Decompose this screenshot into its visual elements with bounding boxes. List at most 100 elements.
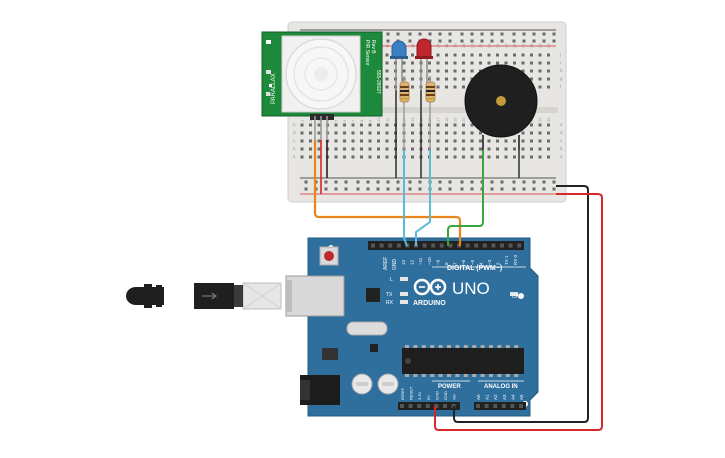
red-led[interactable] — [415, 38, 433, 90]
breadboard-hole[interactable] — [343, 147, 346, 151]
breadboard-hole[interactable] — [411, 69, 414, 73]
rail-hole[interactable] — [542, 32, 546, 36]
breadboard-hole[interactable] — [496, 147, 499, 151]
rail-hole[interactable] — [500, 187, 504, 191]
breadboard-hole[interactable] — [470, 155, 474, 159]
breadboard-hole[interactable] — [453, 131, 457, 135]
rail-hole[interactable] — [418, 180, 422, 184]
rail-hole[interactable] — [522, 39, 526, 43]
breadboard-hole[interactable] — [521, 155, 525, 159]
breadboard-hole[interactable] — [343, 123, 346, 127]
breadboard-hole[interactable] — [445, 61, 448, 65]
breadboard-hole[interactable] — [436, 77, 440, 81]
breadboard-hole[interactable] — [538, 61, 542, 65]
rail-hole[interactable] — [470, 187, 474, 191]
breadboard-hole[interactable] — [300, 123, 304, 127]
breadboard-hole[interactable] — [496, 139, 499, 143]
piezo-buzzer[interactable] — [464, 64, 538, 150]
breadboard-hole[interactable] — [504, 61, 508, 65]
breadboard-hole[interactable] — [530, 61, 533, 65]
rail-hole[interactable] — [522, 32, 526, 36]
breadboard-hole[interactable] — [530, 53, 533, 57]
breadboard-hole[interactable] — [462, 123, 465, 127]
breadboard-hole[interactable] — [453, 123, 457, 127]
rail-hole[interactable] — [376, 187, 380, 191]
breadboard-hole[interactable] — [453, 61, 457, 65]
rail-hole[interactable] — [552, 180, 556, 184]
breadboard-hole[interactable] — [521, 131, 525, 135]
header-pin[interactable] — [431, 243, 436, 248]
breadboard-hole[interactable] — [360, 139, 363, 143]
header-pin[interactable] — [379, 243, 384, 248]
breadboard-hole[interactable] — [368, 139, 372, 143]
breadboard-hole[interactable] — [462, 155, 465, 159]
rail-hole[interactable] — [460, 187, 464, 191]
rail-hole[interactable] — [500, 39, 504, 43]
breadboard-hole[interactable] — [360, 123, 363, 127]
breadboard-hole[interactable] — [487, 147, 491, 151]
breadboard-hole[interactable] — [343, 131, 346, 135]
rail-hole[interactable] — [552, 187, 556, 191]
breadboard-hole[interactable] — [513, 147, 516, 151]
breadboard-hole[interactable] — [453, 139, 457, 143]
breadboard-hole[interactable] — [470, 147, 474, 151]
rail-hole[interactable] — [522, 187, 526, 191]
breadboard-hole[interactable] — [453, 53, 457, 57]
breadboard-hole[interactable] — [453, 69, 457, 73]
breadboard-hole[interactable] — [436, 131, 440, 135]
breadboard-hole[interactable] — [470, 53, 474, 57]
breadboard-hole[interactable] — [317, 155, 321, 159]
rail-hole[interactable] — [552, 32, 556, 36]
breadboard-hole[interactable] — [351, 123, 355, 127]
rail-hole[interactable] — [324, 187, 328, 191]
breadboard-hole[interactable] — [462, 53, 465, 57]
breadboard-hole[interactable] — [453, 147, 457, 151]
breadboard-hole[interactable] — [385, 61, 389, 65]
breadboard-hole[interactable] — [436, 61, 440, 65]
breadboard-hole[interactable] — [385, 77, 389, 81]
rail-hole[interactable] — [334, 187, 338, 191]
breadboard-hole[interactable] — [530, 155, 533, 159]
breadboard-hole[interactable] — [513, 61, 516, 65]
breadboard-hole[interactable] — [496, 53, 499, 57]
breadboard-hole[interactable] — [360, 147, 363, 151]
breadboard-hole[interactable] — [309, 155, 312, 159]
rail-hole[interactable] — [490, 39, 494, 43]
rail-hole[interactable] — [408, 180, 412, 184]
header-pin[interactable] — [517, 243, 522, 248]
breadboard-hole[interactable] — [300, 131, 304, 135]
breadboard-hole[interactable] — [547, 53, 550, 57]
rail-hole[interactable] — [490, 32, 494, 36]
breadboard-hole[interactable] — [411, 147, 414, 151]
breadboard-hole[interactable] — [368, 147, 372, 151]
header-pin[interactable] — [500, 243, 504, 248]
breadboard-hole[interactable] — [411, 61, 414, 65]
breadboard-hole[interactable] — [377, 155, 380, 159]
rail-hole[interactable] — [552, 39, 556, 43]
breadboard-hole[interactable] — [530, 123, 533, 127]
rail-hole[interactable] — [356, 180, 360, 184]
breadboard-hole[interactable] — [547, 61, 550, 65]
rail-hole[interactable] — [532, 187, 536, 191]
breadboard-hole[interactable] — [547, 155, 550, 159]
rail-hole[interactable] — [438, 180, 442, 184]
breadboard-hole[interactable] — [462, 131, 465, 135]
breadboard-hole[interactable] — [351, 139, 355, 143]
rail-hole[interactable] — [448, 32, 452, 36]
breadboard-hole[interactable] — [530, 139, 533, 143]
breadboard-hole[interactable] — [309, 131, 312, 135]
rail-hole[interactable] — [490, 187, 494, 191]
breadboard-hole[interactable] — [487, 155, 491, 159]
rail-hole[interactable] — [438, 187, 442, 191]
header-pin[interactable] — [425, 404, 430, 408]
header-pin[interactable] — [371, 243, 375, 248]
rail-hole[interactable] — [356, 187, 360, 191]
rail-hole[interactable] — [480, 39, 484, 43]
rail-hole[interactable] — [344, 187, 348, 191]
breadboard-hole[interactable] — [462, 61, 465, 65]
header-pin[interactable] — [484, 404, 489, 408]
rail-hole[interactable] — [512, 187, 516, 191]
breadboard-hole[interactable] — [547, 147, 550, 151]
breadboard-hole[interactable] — [470, 131, 474, 135]
